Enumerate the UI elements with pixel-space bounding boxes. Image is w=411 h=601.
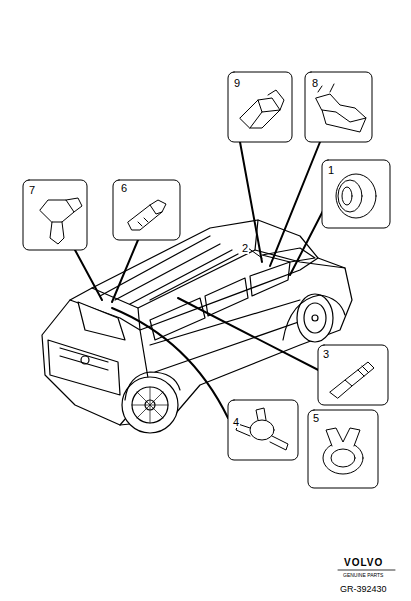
car-illustration — [42, 220, 352, 433]
callout-number: 2 — [241, 243, 249, 254]
part-icons — [40, 84, 376, 474]
volvo-logo-rule — [338, 570, 395, 571]
brand-tagline: GENUINE PARTS — [343, 573, 383, 578]
callout-number: 1 — [327, 165, 335, 176]
callout-number: 4 — [232, 417, 240, 428]
callout-number: 7 — [28, 185, 36, 196]
part-boxes — [23, 72, 390, 488]
callout-number: 8 — [311, 78, 319, 89]
callout-number: 6 — [120, 183, 128, 194]
callout-number: 3 — [322, 349, 330, 360]
callout-number: 5 — [312, 413, 320, 424]
drawing-number: GR-392430 — [340, 585, 387, 594]
brand-name: VOLVO — [344, 558, 383, 568]
leader-lines — [75, 142, 330, 418]
callout-number: 9 — [233, 78, 241, 89]
